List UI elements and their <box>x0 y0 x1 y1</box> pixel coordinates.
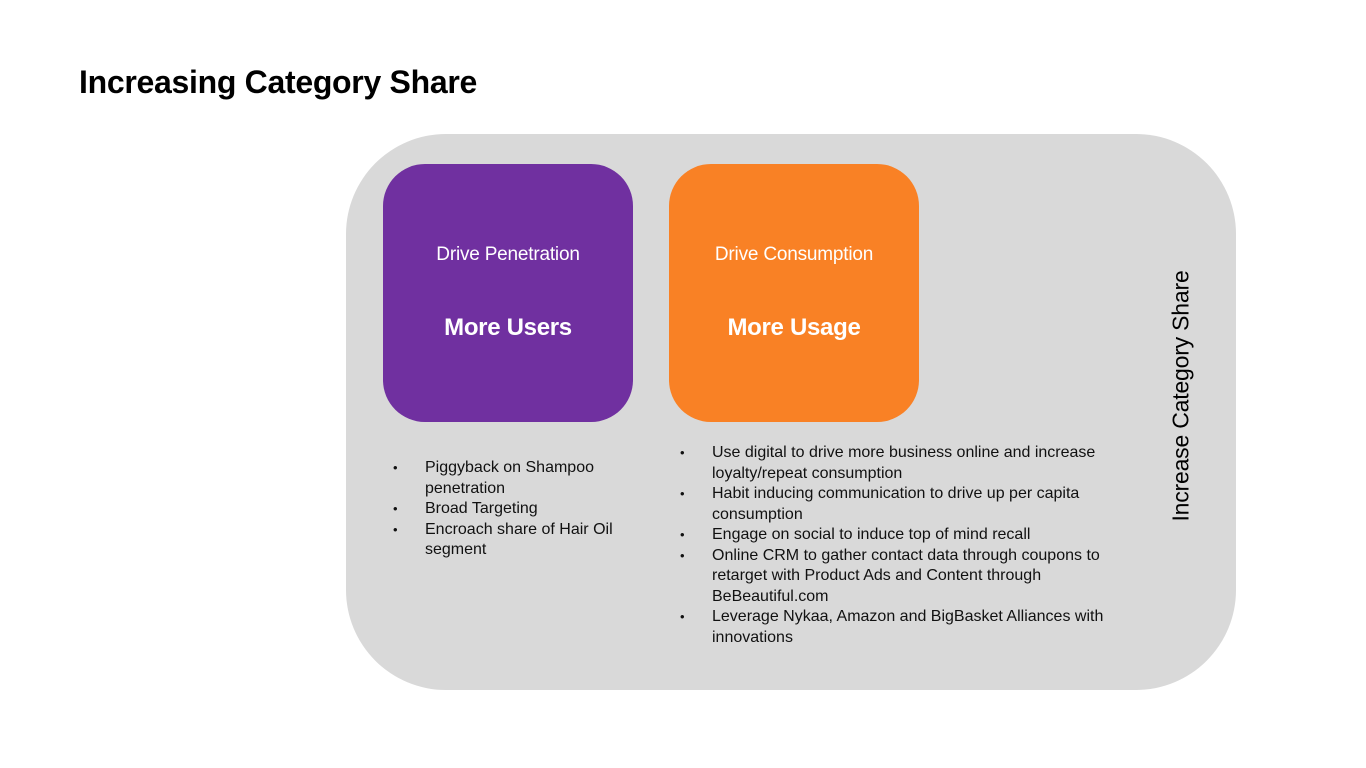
list-item: Encroach share of Hair Oil segment <box>393 520 623 561</box>
drive-penetration-tile: Drive Penetration More Users <box>383 164 633 422</box>
list-item: Use digital to drive more business onlin… <box>680 443 1110 484</box>
list-item: Leverage Nykaa, Amazon and BigBasket All… <box>680 607 1110 648</box>
slide-title: Increasing Category Share <box>79 64 477 100</box>
tile-headline: More Usage <box>727 314 861 341</box>
list-item: Online CRM to gather contact data throug… <box>680 546 1110 608</box>
vertical-side-label: Increase Category Share <box>1167 270 1194 522</box>
drive-consumption-tile: Drive Consumption More Usage <box>669 164 919 422</box>
list-item: Habit inducing communication to drive up… <box>680 484 1110 525</box>
consumption-bullet-list: Use digital to drive more business onlin… <box>680 443 1110 648</box>
tile-subtitle: Drive Consumption <box>714 244 874 265</box>
list-item: Piggyback on Shampoo penetration <box>393 458 623 499</box>
list-item: Engage on social to induce top of mind r… <box>680 525 1110 546</box>
penetration-bullet-list: Piggyback on Shampoo penetration Broad T… <box>393 458 623 561</box>
list-item: Broad Targeting <box>393 499 623 520</box>
tile-headline: More Users <box>444 314 572 341</box>
tile-subtitle: Drive Penetration <box>436 244 580 265</box>
